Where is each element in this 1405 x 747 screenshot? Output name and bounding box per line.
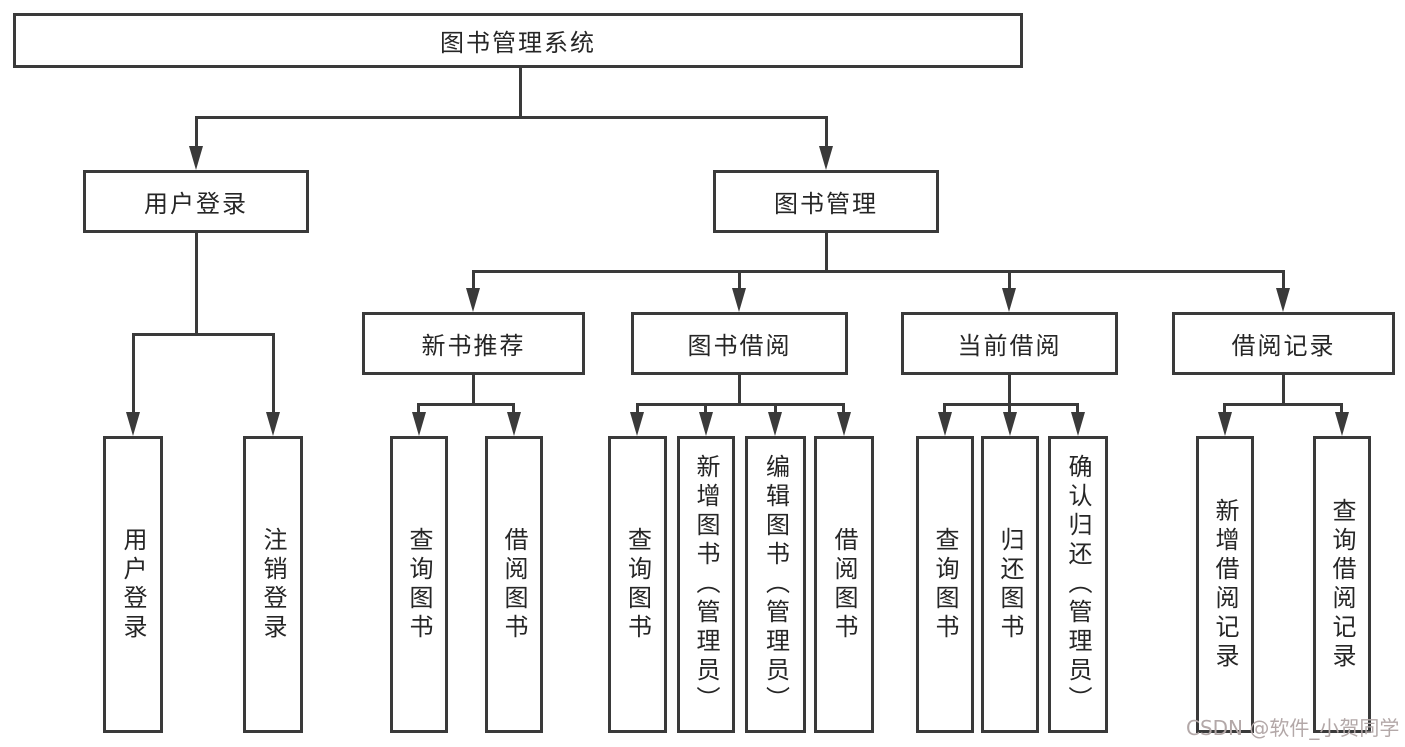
csdn-watermark: CSDN @软件_小贺同学 [1186, 716, 1400, 740]
arrowhead-icon [412, 412, 426, 436]
connector-line [512, 403, 515, 414]
leaf-logout-label: 注销登录 [259, 526, 287, 643]
leaf-query-books-recommend: 查询图书 [390, 436, 448, 733]
leaf-query-books-borrow: 查询图书 [608, 436, 667, 733]
node-current-borrow-label: 当前借阅 [957, 332, 1062, 360]
leaf-edit-book-admin-label: 编辑图书（管理员） [761, 454, 790, 715]
leaf-confirm-return-admin: 确认归还（管理员） [1048, 436, 1108, 733]
connector-line [417, 403, 515, 406]
leaf-query-books-current: 查询图书 [916, 436, 974, 733]
connector-line [704, 403, 707, 414]
arrowhead-icon [1003, 412, 1017, 436]
connector-line [825, 116, 828, 148]
leaf-borrow-books-label: 借阅图书 [830, 526, 858, 643]
arrowhead-icon [819, 146, 833, 170]
connector-line [1282, 270, 1285, 290]
arrowhead-icon [699, 412, 713, 436]
leaf-edit-book-admin: 编辑图书（管理员） [745, 436, 806, 733]
leaf-query-borrow-record: 查询借阅记录 [1313, 436, 1371, 733]
leaf-return-book: 归还图书 [981, 436, 1039, 733]
connector-line [417, 403, 420, 414]
node-user-login-label: 用户登录 [144, 190, 248, 218]
connector-line [472, 270, 1285, 273]
connector-line [195, 231, 198, 335]
leaf-add-book-admin: 新增图书（管理员） [677, 436, 735, 733]
leaf-user-login: 用户登录 [103, 436, 163, 733]
node-borrow-records-label: 借阅记录 [1231, 332, 1336, 360]
connector-line [195, 116, 828, 119]
connector-line [1008, 374, 1011, 406]
connector-line [472, 374, 475, 406]
connector-line [1282, 374, 1285, 406]
leaf-logout: 注销登录 [243, 436, 303, 733]
leaf-borrow-books-recommend-label: 借阅图书 [500, 526, 528, 643]
node-root-label: 图书管理系统 [440, 29, 596, 57]
connector-line [519, 66, 522, 118]
leaf-borrow-books: 借阅图书 [814, 436, 874, 733]
leaf-add-borrow-record: 新增借阅记录 [1196, 436, 1254, 733]
arrowhead-icon [126, 412, 140, 436]
arrowhead-icon [1002, 288, 1016, 312]
arrowhead-icon [938, 412, 952, 436]
connector-line [943, 403, 946, 414]
arrowhead-icon [768, 412, 782, 436]
connector-line [1223, 403, 1226, 414]
leaf-query-books-recommend-label: 查询图书 [405, 526, 433, 643]
connector-line [472, 270, 475, 290]
connector-line [1008, 270, 1011, 290]
leaf-add-borrow-record-label: 新增借阅记录 [1211, 497, 1239, 672]
connector-line [943, 403, 1079, 406]
connector-line [132, 333, 275, 336]
connector-line [636, 403, 639, 414]
node-root: 图书管理系统 [13, 13, 1023, 68]
leaf-query-books-borrow-label: 查询图书 [623, 526, 652, 643]
arrowhead-icon [837, 412, 851, 436]
arrowhead-icon [189, 146, 203, 170]
arrowhead-icon [466, 288, 480, 312]
connector-line [272, 333, 275, 414]
connector-line [738, 374, 741, 406]
node-user-login: 用户登录 [83, 170, 309, 233]
arrowhead-icon [1218, 412, 1232, 436]
node-book-management: 图书管理 [713, 170, 939, 233]
arrowhead-icon [1071, 412, 1085, 436]
arrowhead-icon [630, 412, 644, 436]
node-new-book-recommend: 新书推荐 [362, 312, 585, 375]
leaf-return-book-label: 归还图书 [996, 526, 1024, 643]
node-borrow-records: 借阅记录 [1172, 312, 1395, 375]
arrowhead-icon [732, 288, 746, 312]
leaf-user-login-label: 用户登录 [119, 526, 147, 643]
leaf-query-books-current-label: 查询图书 [931, 526, 959, 643]
leaf-add-book-admin-label: 新增图书（管理员） [692, 454, 720, 715]
connector-line [774, 403, 777, 414]
leaf-borrow-books-recommend: 借阅图书 [485, 436, 543, 733]
connector-line [825, 231, 828, 272]
arrowhead-icon [1276, 288, 1290, 312]
connector-line [842, 403, 845, 414]
arrowhead-icon [266, 412, 280, 436]
leaf-query-borrow-record-label: 查询借阅记录 [1328, 497, 1356, 672]
leaf-confirm-return-admin-label: 确认归还（管理员） [1064, 454, 1092, 715]
connector-line [738, 270, 741, 290]
connector-line [636, 403, 845, 406]
arrowhead-icon [1335, 412, 1349, 436]
connector-line [1223, 403, 1343, 406]
connector-line [195, 116, 198, 148]
arrowhead-icon [507, 412, 521, 436]
connector-line [132, 333, 135, 414]
connector-line [1076, 403, 1079, 414]
connector-line [1008, 403, 1011, 414]
node-new-book-recommend-label: 新书推荐 [421, 332, 526, 360]
connector-line [1340, 403, 1343, 414]
node-book-management-label: 图书管理 [774, 190, 878, 218]
node-book-borrow-label: 图书借阅 [687, 332, 792, 360]
node-current-borrow: 当前借阅 [901, 312, 1118, 375]
node-book-borrow: 图书借阅 [631, 312, 848, 375]
